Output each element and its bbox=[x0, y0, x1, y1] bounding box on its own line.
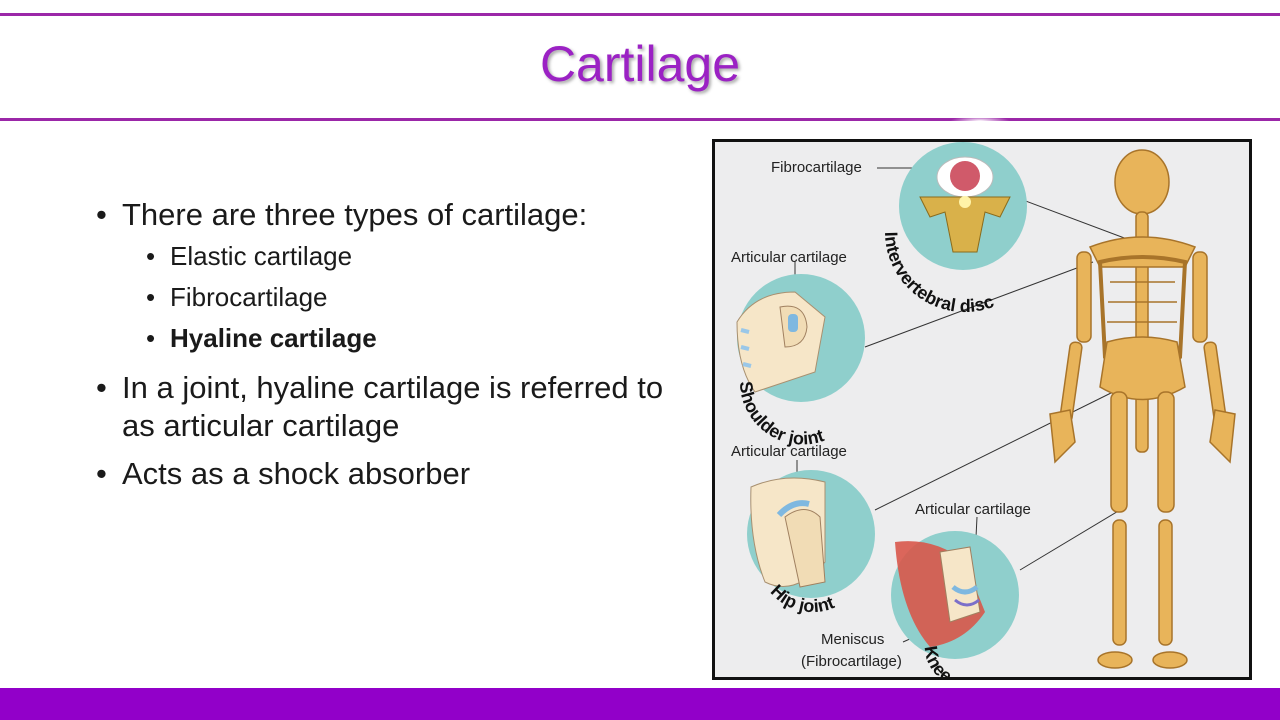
slide-title: Cartilage bbox=[539, 36, 741, 92]
bullet-item: • There are three types of cartilage: bbox=[96, 196, 696, 234]
intervertebral-disc-inset bbox=[899, 142, 1027, 270]
sub-bullet-text-bold: Hyaline cartilage bbox=[170, 323, 377, 353]
title-underline bbox=[0, 118, 1280, 121]
sub-bullet-text: Fibrocartilage bbox=[170, 282, 328, 312]
label-articular-cartilage-hip: Articular cartilage bbox=[731, 443, 847, 460]
label-meniscus: Meniscus bbox=[821, 631, 884, 648]
bullet-list: • There are three types of cartilage: • … bbox=[96, 196, 696, 495]
figure-illustration: Fibrocartilage Intervertebral disc Artic… bbox=[731, 142, 1236, 677]
bullet-item: • Acts as a shock absorber bbox=[96, 455, 696, 493]
sub-bullet-item: • Hyaline cartilage bbox=[96, 318, 696, 359]
bullet-glyph: • bbox=[146, 323, 156, 353]
skeleton-cartilage-figure: Fibrocartilage Intervertebral disc Artic… bbox=[712, 139, 1252, 680]
bullet-glyph: • bbox=[146, 241, 156, 271]
label-fibrocartilage: Fibrocartilage bbox=[771, 159, 862, 176]
bullet-item: • In a joint, hyaline cartilage is refer… bbox=[96, 369, 696, 445]
hip-joint-inset bbox=[747, 470, 875, 598]
sub-bullet-item: • Elastic cartilage bbox=[96, 236, 696, 277]
bullet-text: There are three types of cartilage: bbox=[122, 197, 588, 232]
footer-bar bbox=[0, 688, 1280, 720]
bullet-glyph: • bbox=[146, 282, 156, 312]
bullet-glyph: • bbox=[96, 197, 107, 232]
skeleton bbox=[1049, 149, 1236, 669]
sub-bullet-item: • Fibrocartilage bbox=[96, 277, 696, 318]
bullet-text: Acts as a shock absorber bbox=[122, 456, 471, 491]
top-rule bbox=[0, 13, 1280, 16]
bullet-glyph: • bbox=[96, 370, 107, 405]
bullet-text: In a joint, hyaline cartilage is referre… bbox=[122, 370, 664, 443]
label-meniscus-fibrocartilage: (Fibrocartilage) bbox=[801, 653, 902, 670]
knee-inset bbox=[891, 531, 1019, 659]
label-articular-cartilage-shoulder: Articular cartilage bbox=[731, 249, 847, 266]
shoulder-joint-inset bbox=[736, 274, 865, 402]
sub-bullet-text: Elastic cartilage bbox=[170, 241, 353, 271]
label-articular-cartilage-knee: Articular cartilage bbox=[915, 501, 1031, 518]
light-flare bbox=[950, 116, 1010, 126]
bullet-glyph: • bbox=[96, 456, 107, 491]
